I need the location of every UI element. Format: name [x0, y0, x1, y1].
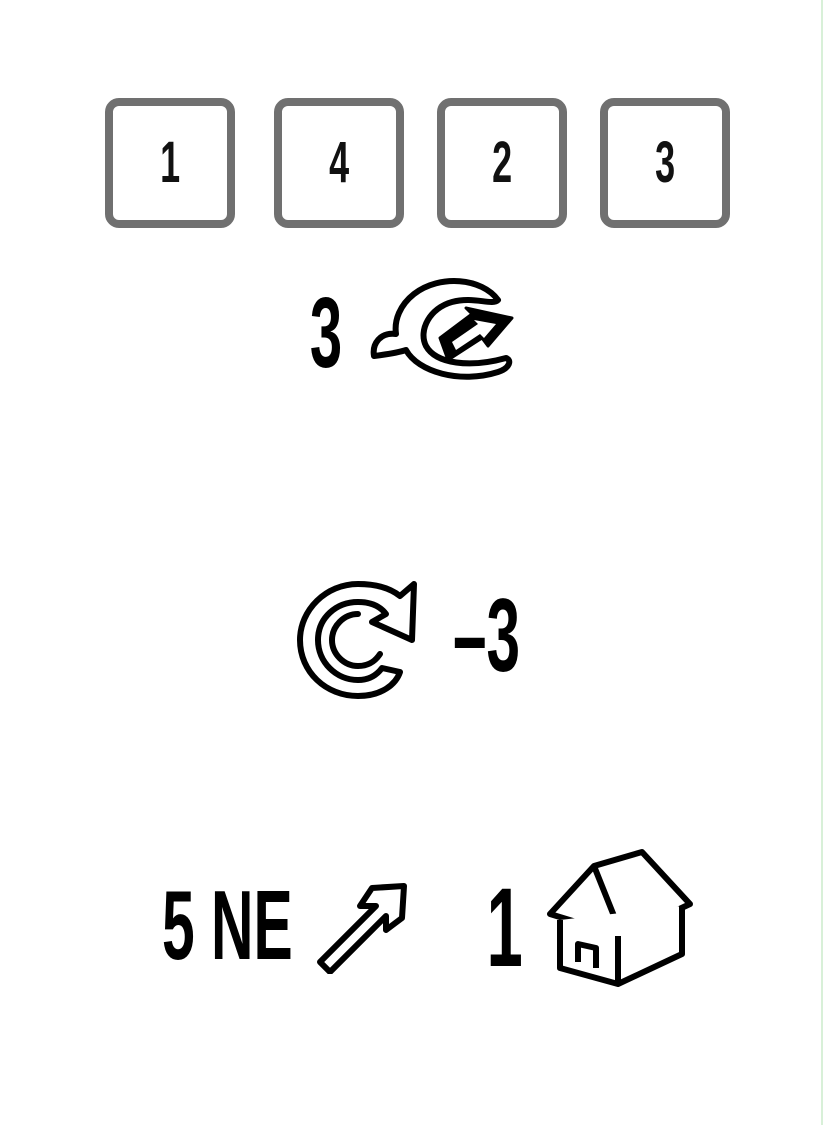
build-amount: 1 — [486, 865, 523, 990]
page-edge-line — [821, 0, 823, 1125]
number-slot-1[interactable]: 1 — [105, 98, 235, 228]
slot-value: 1 — [159, 130, 180, 195]
number-slot-4[interactable]: 3 — [600, 98, 730, 228]
coin-arrow-icon — [370, 278, 514, 380]
number-slot-3[interactable]: 2 — [437, 98, 567, 228]
move-amount: 5 NE — [162, 870, 293, 980]
arrow-northeast-icon — [317, 883, 407, 974]
rotate-amount: –3 — [453, 578, 521, 694]
coin-gain-amount: 3 — [309, 277, 343, 389]
house-icon — [547, 849, 693, 987]
slot-value: 2 — [491, 130, 512, 195]
number-slot-2[interactable]: 4 — [274, 98, 404, 228]
slot-value: 3 — [654, 130, 675, 195]
rotate-clockwise-icon — [297, 581, 417, 699]
slot-value: 4 — [328, 130, 349, 195]
